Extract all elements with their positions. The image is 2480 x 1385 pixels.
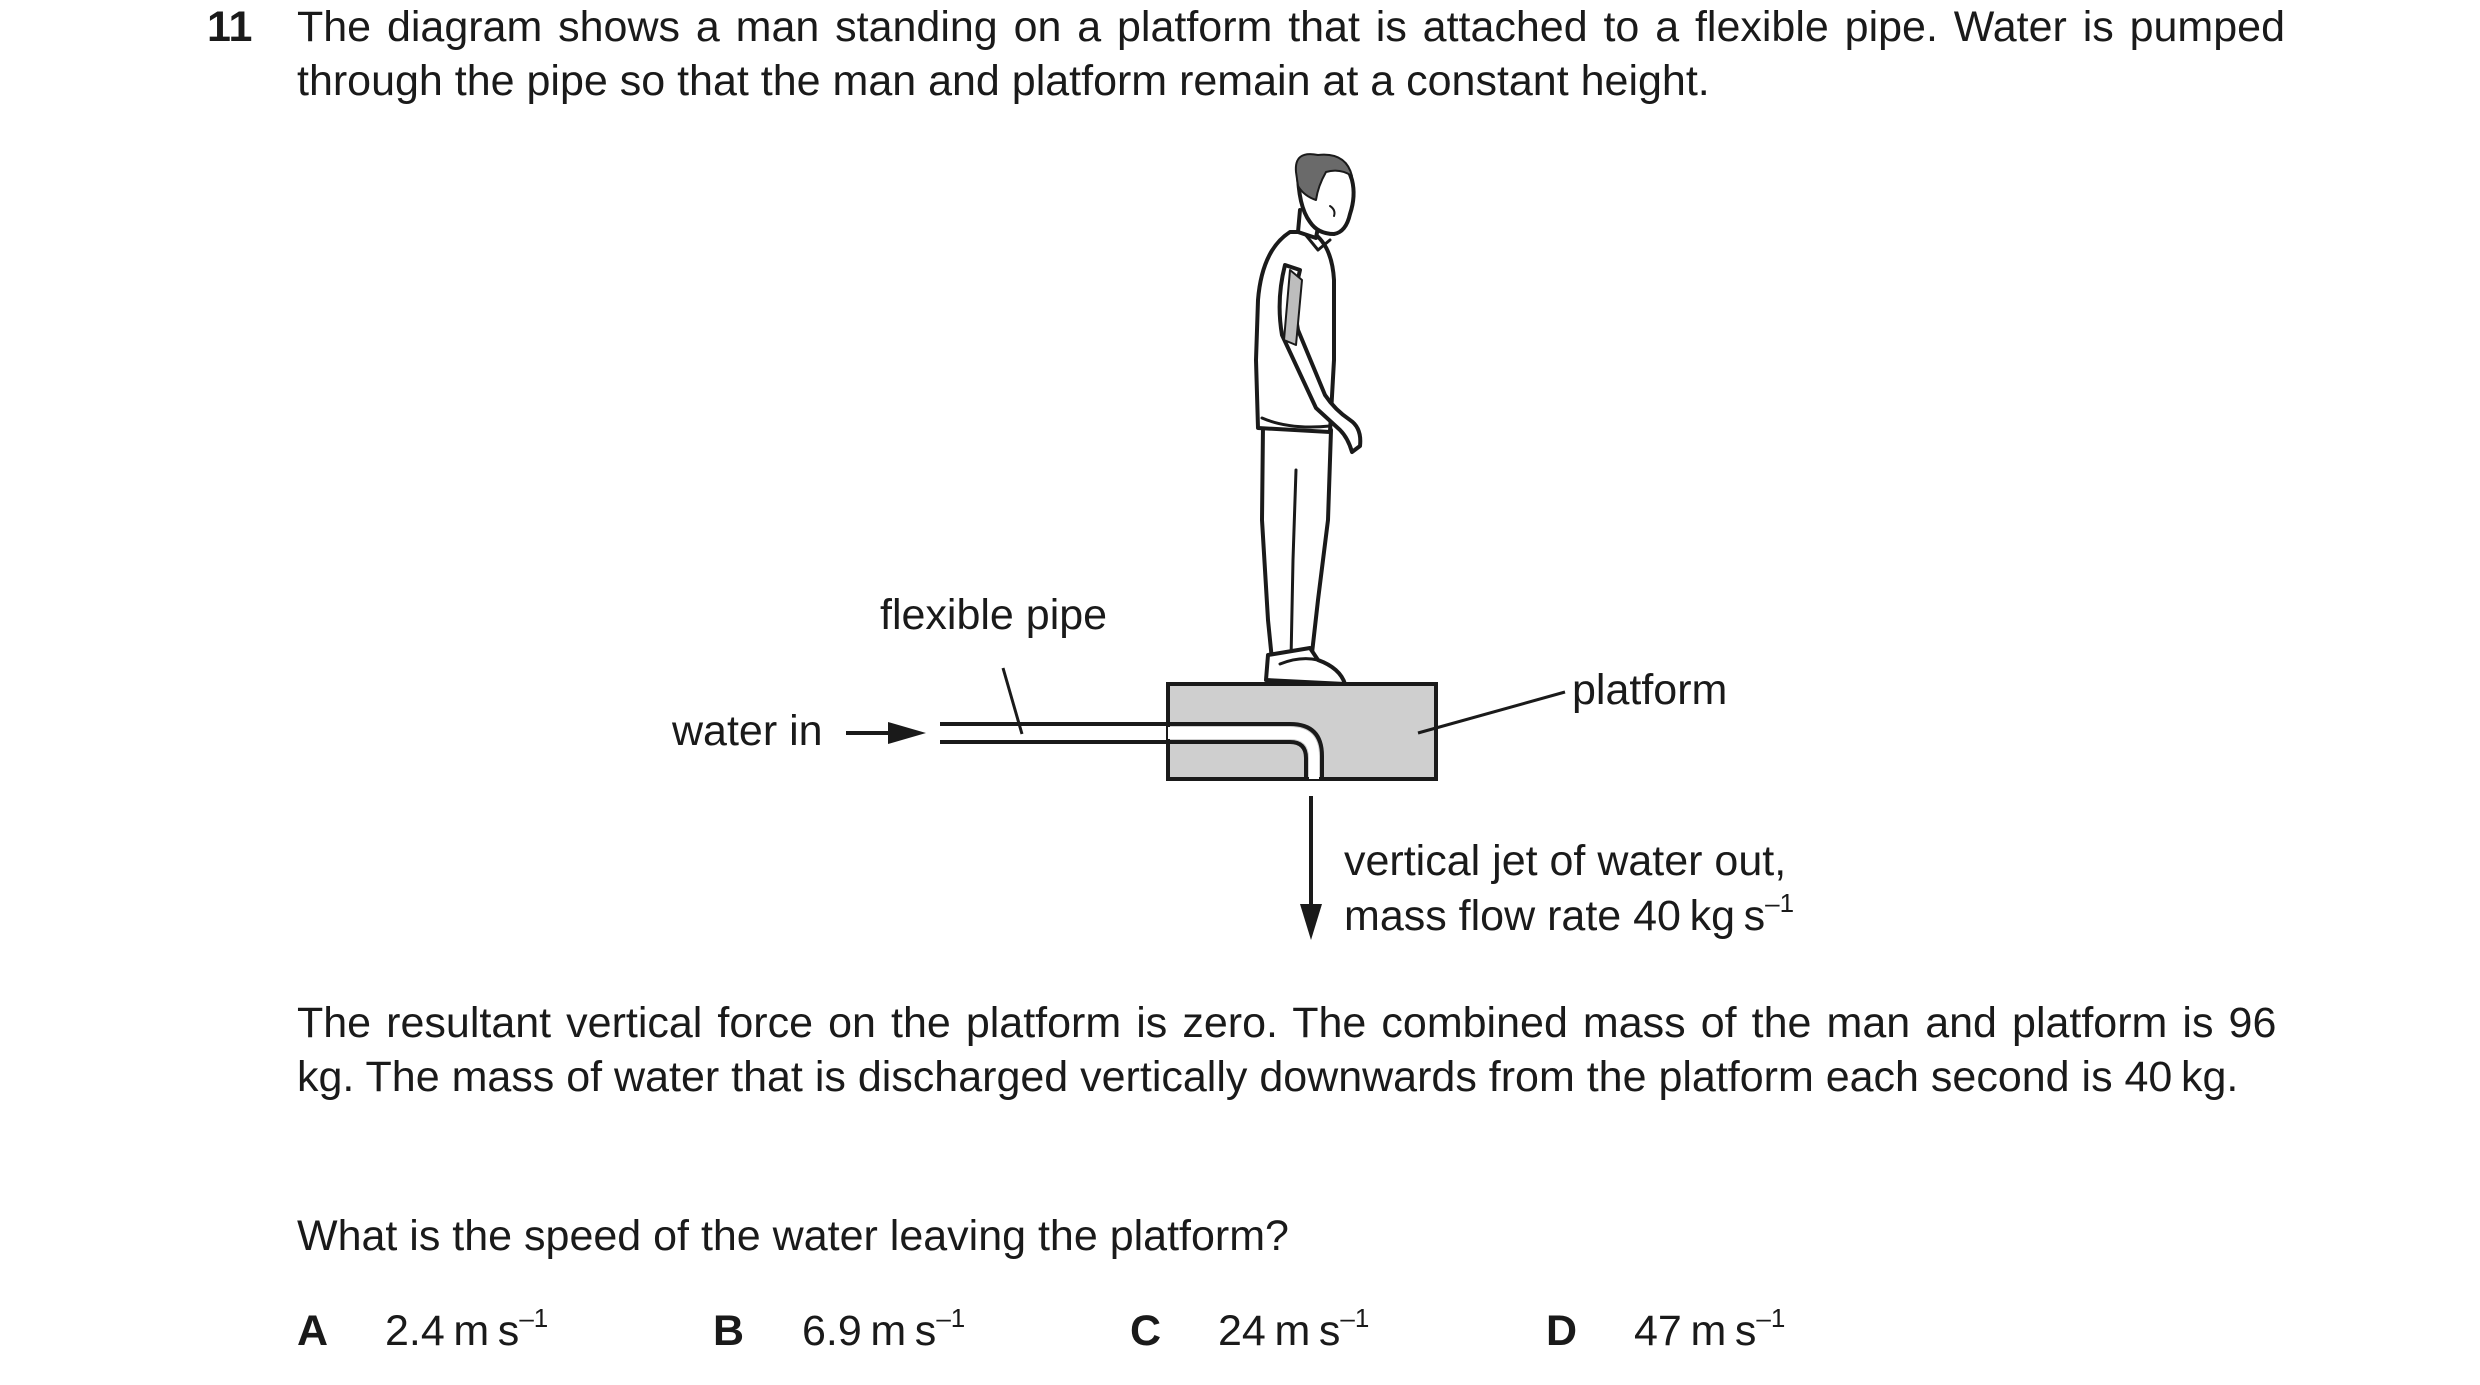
man-figure (1254, 153, 1363, 686)
man-hair (1294, 153, 1353, 201)
man-shoe (1264, 646, 1347, 686)
option-a-letter[interactable]: A (297, 1307, 329, 1355)
option-c-letter[interactable]: C (1130, 1307, 1162, 1355)
question-prompt: What is the speed of the water leaving t… (297, 1212, 1289, 1260)
option-d-letter[interactable]: D (1546, 1307, 1578, 1355)
man-legs (1260, 423, 1333, 664)
label-jet-line2: mass flow rate 40 kg s–1 (1344, 888, 1794, 940)
label-water-in: water in (671, 707, 823, 755)
jet-arrow (1300, 796, 1322, 940)
label-flexible-pipe: flexible pipe (880, 591, 1107, 639)
flexible-pipe (940, 722, 1324, 780)
label-jet-line1: vertical jet of water out, (1344, 837, 1786, 885)
platform-leader (1417, 690, 1566, 735)
option-b-value[interactable]: 6.9 m s–1 (802, 1303, 966, 1355)
label-platform: platform (1572, 666, 1727, 714)
question-intro: The diagram shows a man standing on a pl… (297, 3, 2285, 105)
flexible-pipe-leader (1001, 667, 1024, 735)
option-c-value[interactable]: 24 m s–1 (1218, 1303, 1370, 1355)
option-a-value[interactable]: 2.4 m s–1 (385, 1303, 549, 1355)
question-number: 11 (207, 3, 253, 51)
option-b-letter[interactable]: B (713, 1307, 745, 1355)
option-d-value[interactable]: 47 m s–1 (1634, 1303, 1786, 1355)
question-body: The resultant vertical force on the plat… (297, 999, 2285, 1101)
water-in-arrow (846, 722, 926, 744)
